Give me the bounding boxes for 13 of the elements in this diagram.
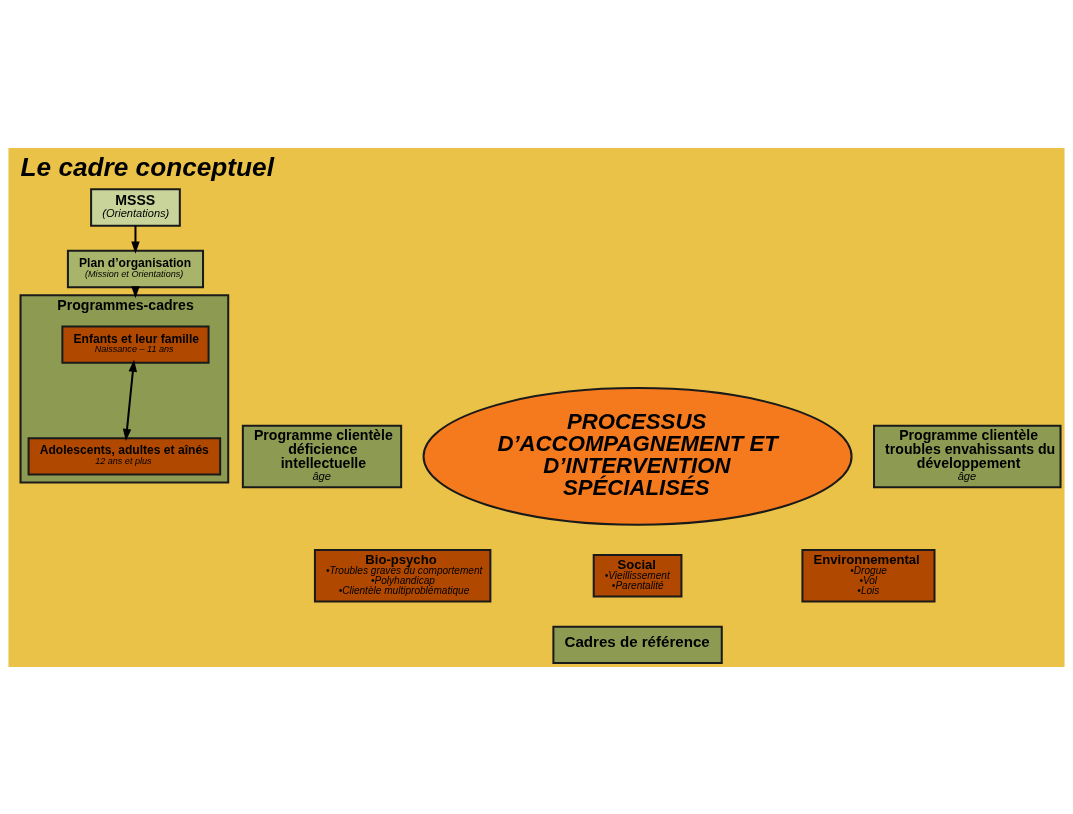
node-box: Bio-psycho •Troubles graves du comportement •Polyhandicap •Clientèle multiproblématique xyxy=(313,548,492,602)
node-box: Cadres de référence xyxy=(552,625,723,664)
arrow xyxy=(122,359,138,441)
node-ellipse: PROCESSUS D’ACCOMPAGNEMENT ET D’INTERVENTION SPÉCIALISÉS xyxy=(422,386,853,526)
node-box: Environnemental •Drogue •Vol •Lois xyxy=(801,548,936,602)
node-box: Enfants et leur famille Naissance – 11 ans xyxy=(61,324,210,364)
node-box: Social •Vieillissement •Parentalité xyxy=(592,553,683,597)
node-box: MSSS (Orientations) xyxy=(90,187,181,227)
node-box: Programme clientèle troubles envahissants du développement âge xyxy=(873,424,1062,488)
arrow xyxy=(131,225,140,254)
diagram-title: Le cadre conceptuel xyxy=(20,151,274,182)
node-box: Programme clientèle déficience intellectuelle âge xyxy=(241,424,403,488)
node-box: Adolescents, adultes et aînés 12 ans et plus xyxy=(27,436,222,476)
